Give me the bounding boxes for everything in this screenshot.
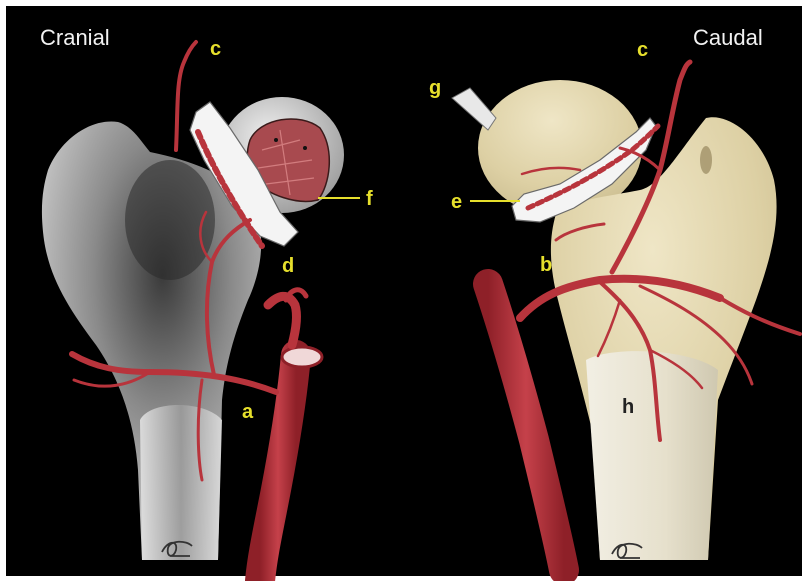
label-a: a — [242, 401, 254, 423]
label-d: d — [282, 255, 294, 277]
label-g: g — [429, 77, 441, 99]
label-f: f — [366, 188, 373, 210]
label-c-left: c — [210, 38, 221, 60]
caudal-title: Caudal — [693, 25, 763, 50]
label-c-right: c — [637, 39, 648, 61]
label-h: h — [622, 396, 634, 418]
cranial-title: Cranial — [40, 25, 110, 50]
label-b: b — [540, 254, 552, 276]
label-e: e — [451, 191, 462, 213]
